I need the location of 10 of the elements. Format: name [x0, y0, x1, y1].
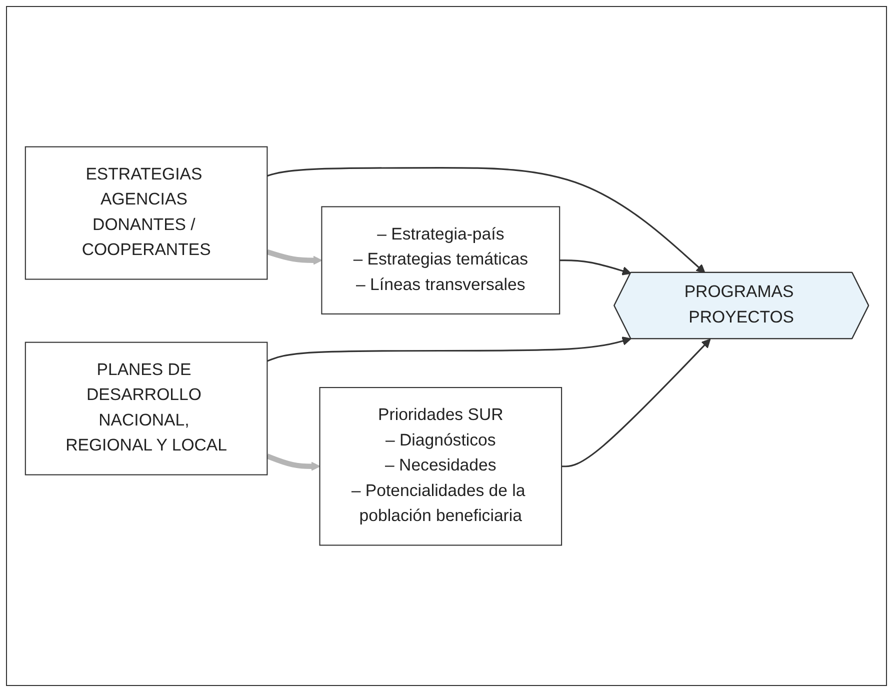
node-box: Prioridades SUR – Diagnósticos – Necesidades – Potencialidades de la población beneficiaria	[318, 387, 562, 546]
node-box: PLANES DE DESARROLLO NACIONAL, REGIONAL Y LOCAL	[24, 342, 268, 476]
arrow	[266, 336, 631, 362]
node-box: – Estrategia-país – Estrategias temáticas – Líneas transversales	[320, 206, 560, 314]
arrow	[266, 454, 320, 471]
arrow	[266, 249, 322, 265]
node-box: ESTRATEGIAS AGENCIAS DONANTES / COOPERANTES	[24, 146, 268, 280]
arrow	[561, 338, 710, 468]
arrow	[559, 260, 631, 276]
arrow	[266, 167, 705, 274]
